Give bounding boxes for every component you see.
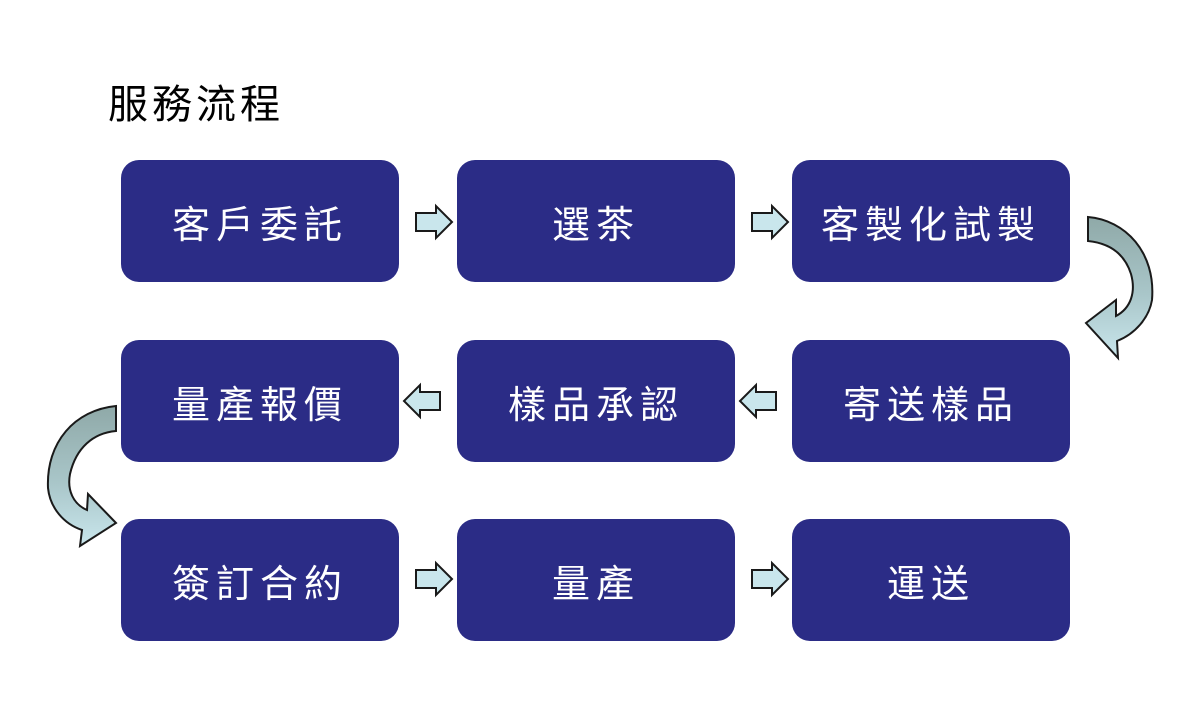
- arrow-right-icon: [415, 203, 454, 241]
- curved-arrow-down-icon: [46, 404, 118, 548]
- arrow-left-icon: [402, 382, 441, 420]
- step-2-box: 選茶: [457, 160, 735, 282]
- step-3-box: 客製化試製: [792, 160, 1070, 282]
- step-4-box: 寄送樣品: [792, 340, 1070, 462]
- step-1-box: 客戶委託: [121, 160, 399, 282]
- step-9-box: 運送: [792, 519, 1070, 641]
- arrow-right-icon: [415, 560, 454, 598]
- step-8-box: 量產: [457, 519, 735, 641]
- arrow-left-icon: [738, 382, 777, 420]
- diagram-title: 服務流程: [108, 82, 284, 128]
- step-5-box: 樣品承認: [457, 340, 735, 462]
- arrow-right-icon: [751, 203, 790, 241]
- step-6-box: 量產報價: [121, 340, 399, 462]
- arrow-right-icon: [751, 560, 790, 598]
- step-7-box: 簽訂合約: [121, 519, 399, 641]
- curved-arrow-down-icon: [1084, 215, 1154, 361]
